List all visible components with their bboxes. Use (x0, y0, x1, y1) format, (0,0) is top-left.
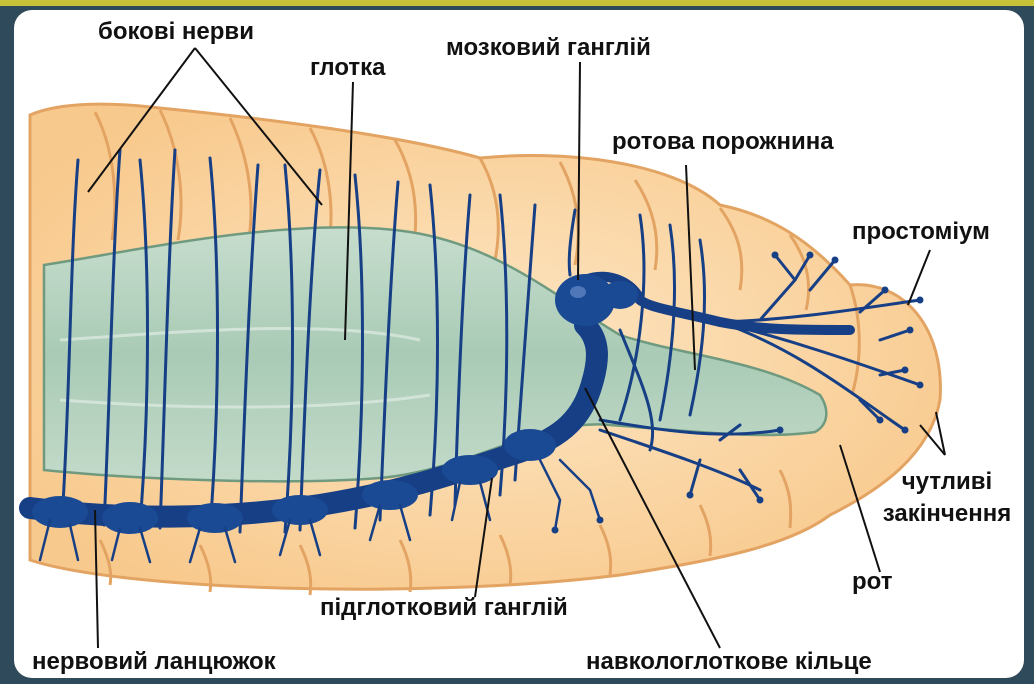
label-circumpharyngeal-ring: навкологлоткове кільце (586, 650, 872, 674)
label-pharynx: глотка (310, 56, 386, 80)
label-sensory-endings-line1: чутливі (872, 470, 1022, 494)
label-lateral-nerves: бокові нерви (98, 20, 254, 44)
top-accent-stripe (0, 0, 1034, 6)
label-prostomium: простоміум (852, 220, 990, 244)
label-oral-cavity: ротова порожнина (612, 130, 834, 154)
label-subpharyngeal-ganglion: підглотковий ганглій (320, 596, 568, 620)
diagram-panel: бокові нерви глотка мозковий ганглій рот… (14, 10, 1024, 678)
label-sensory-endings-line2: закінчення (872, 502, 1022, 526)
label-nerve-cord: нервовий ланцюжок (32, 650, 276, 674)
label-cerebral-ganglion: мозковий ганглій (446, 36, 651, 60)
label-mouth: рот (852, 570, 892, 594)
label-sensory-endings: чутливі закінчення (872, 470, 1022, 526)
